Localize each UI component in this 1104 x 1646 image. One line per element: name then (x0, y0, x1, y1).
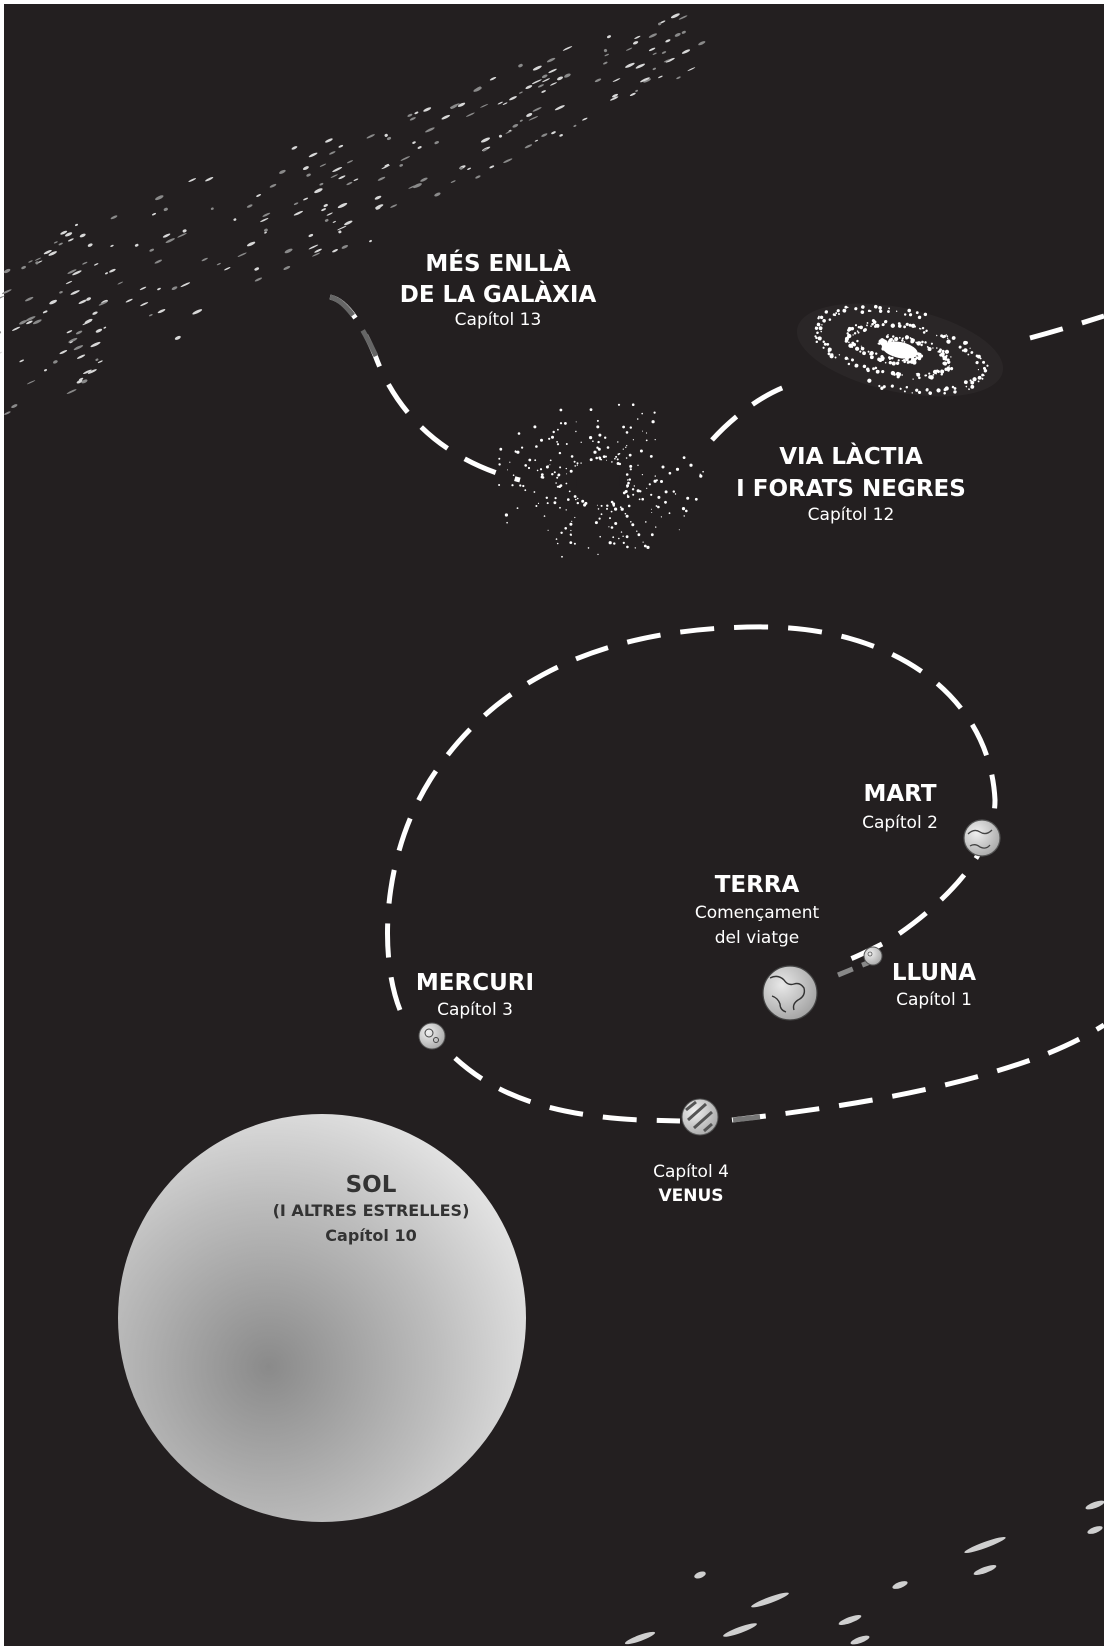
earth-icon (762, 965, 818, 1021)
sun-sub: (I ALTRES ESTRELLES) (273, 1201, 470, 1220)
venus-chapter: Capítol 4 (653, 1162, 729, 1182)
label-mars: MART Capítol 2 (862, 781, 938, 833)
mars-title: MART (863, 781, 936, 807)
label-moon: LLUNA Capítol 1 (892, 960, 976, 1010)
beyond-title-line1: MÉS ENLLÀ (425, 249, 570, 277)
beyond-chapter: Capítol 13 (455, 310, 542, 330)
label-venus: Capítol 4 VENUS (653, 1162, 729, 1206)
spiral-galaxy-icon (796, 303, 1004, 397)
mercury-title: MERCURI (416, 970, 534, 996)
moon-title: LLUNA (892, 960, 976, 986)
label-beyond-galaxy: MÉS ENLLÀ DE LA GALÀXIA Capítol 13 (400, 249, 597, 330)
label-mercury: MERCURI Capítol 3 (416, 970, 534, 1020)
sun-chapter: Capítol 10 (325, 1226, 416, 1245)
beyond-title-line2: DE LA GALÀXIA (400, 280, 597, 308)
mars-icon (963, 819, 1001, 857)
label-earth: TERRA Començament del viatge (695, 872, 820, 948)
sun-icon (118, 1114, 526, 1522)
earth-sub-line2: del viatge (715, 928, 800, 948)
mercury-icon (418, 1022, 446, 1050)
black-hole-icon (498, 403, 704, 558)
milkyway-chapter: Capítol 12 (808, 505, 895, 525)
mars-chapter: Capítol 2 (862, 813, 938, 833)
label-sun: SOL (I ALTRES ESTRELLES) Capítol 10 (273, 1172, 470, 1245)
venus-title: VENUS (658, 1186, 723, 1206)
sun-title: SOL (346, 1172, 397, 1198)
journey-path (329, 294, 1104, 1124)
mercury-chapter: Capítol 3 (437, 1000, 513, 1020)
star-band-bottom (624, 1500, 1104, 1645)
label-milky-way: VIA LÀCTIA I FORATS NEGRES Capítol 12 (736, 442, 966, 525)
earth-title: TERRA (715, 872, 800, 898)
moon-icon (863, 946, 883, 966)
venus-icon (681, 1098, 719, 1136)
moon-chapter: Capítol 1 (896, 990, 972, 1010)
earth-sub-line1: Començament (695, 903, 820, 923)
milkyway-title-line1: VIA LÀCTIA (779, 442, 923, 470)
milky-way-band-top (0, 13, 706, 415)
milkyway-title-line2: I FORATS NEGRES (736, 476, 966, 502)
